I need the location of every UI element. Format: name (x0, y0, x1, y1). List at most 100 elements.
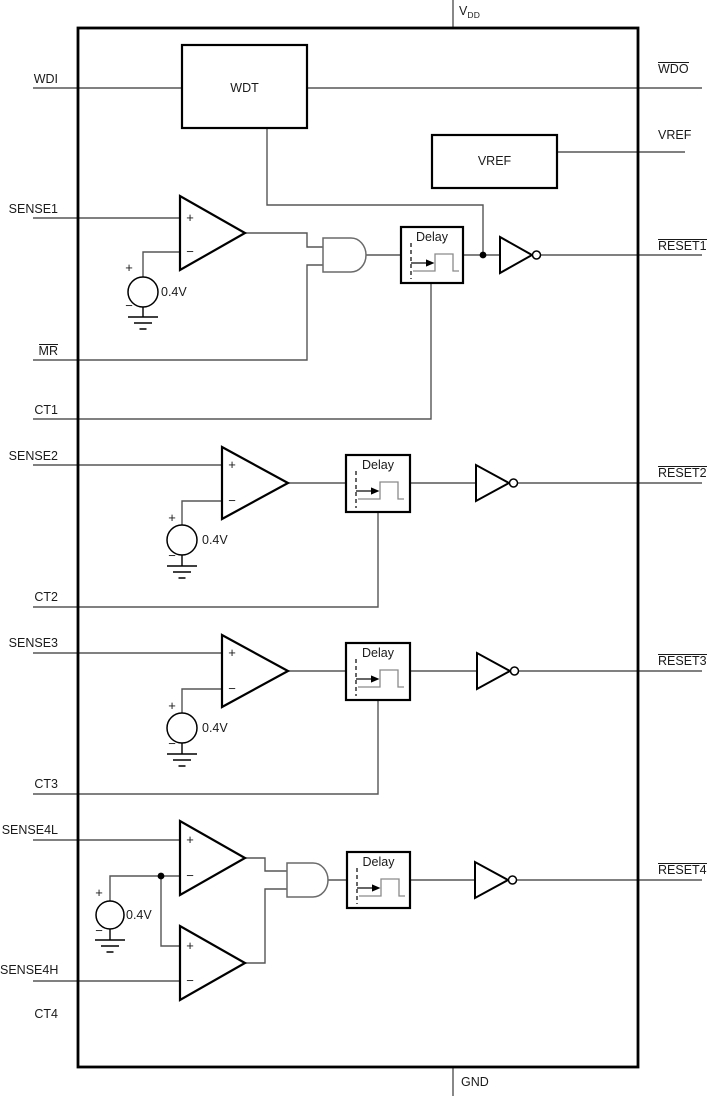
wire-comp4a-out (245, 857, 287, 872)
vref-block (430, 133, 559, 190)
inverter-3 (476, 651, 513, 691)
delay-4-pulse (359, 878, 405, 897)
vsource-4-minus-sign: − (95, 923, 103, 938)
ground-4 (95, 929, 125, 953)
delay-4-arrowhead (372, 884, 381, 892)
delay-icon-2 (355, 471, 404, 508)
inverter-1-bubble (531, 250, 542, 260)
comp1-plus-sign: + (186, 210, 194, 225)
wire-source4-branch (160, 876, 180, 947)
pin-label-sense2: SENSE2 (8, 449, 58, 463)
inverter-4-bubble (507, 875, 518, 885)
comp4a-minus-sign: − (186, 868, 194, 883)
vsource-3-minus-sign: − (168, 736, 176, 751)
wire-ct3 (33, 700, 379, 795)
wire-mr (33, 264, 323, 361)
comparator-4-high (178, 924, 248, 1002)
vsource-3-plus-sign: + (168, 698, 176, 713)
vsource-4-value: 0.4V (126, 908, 152, 922)
vsource-2-value: 0.4V (202, 533, 228, 547)
pin-label-sense1: SENSE1 (8, 202, 58, 216)
inverter-1 (499, 235, 535, 275)
inverter-2-bubble (508, 478, 519, 488)
wire-comp4b-out (245, 888, 287, 964)
comp1-minus-sign: − (186, 244, 194, 259)
vref-block-label: VREF (477, 154, 512, 168)
comparator-1 (178, 194, 248, 272)
vsource-1-plus-sign: + (125, 260, 133, 275)
delay-3-label: Delay (362, 646, 394, 660)
source-layer (95, 276, 198, 953)
pin-label-reset4: RESET4 (658, 863, 707, 877)
wire-layer (33, 0, 702, 1096)
pin-label-wdo: WDO (658, 62, 689, 76)
delay-block-2 (344, 453, 412, 514)
inverter-2 (475, 463, 512, 503)
ground-2 (167, 555, 197, 579)
wire-ct2 (33, 512, 379, 608)
and-gate-1 (322, 237, 367, 273)
delay-icon-3 (355, 659, 404, 696)
delay-1-label: Delay (416, 230, 448, 244)
inverter-4 (474, 860, 511, 900)
junction-dot-reset1 (479, 251, 487, 259)
wire-comp1-ref (142, 251, 180, 277)
inverter-3-bubble (509, 666, 520, 676)
delay-2-pulse (358, 481, 404, 500)
pin-label-sense4l: SENSE4L (1, 823, 58, 837)
delay-icon-4 (356, 868, 405, 904)
pin-label-reset3: RESET3 (658, 654, 707, 668)
and-gate-layer (286, 237, 367, 898)
wdt-block-label: WDT (230, 81, 259, 95)
vsource-2-plus-sign: + (168, 510, 176, 525)
wire-comp3-ref (181, 688, 222, 713)
comparator-2 (220, 445, 291, 521)
vsource-2-minus-sign: − (168, 548, 176, 563)
wire-source4-top (109, 875, 180, 901)
delay-1-pulse (413, 253, 459, 272)
comparator-3 (220, 633, 291, 709)
vsource-3-value: 0.4V (202, 721, 228, 735)
pin-label-vref: VREF (658, 128, 692, 142)
pin-label-vdd: VDD (459, 4, 481, 20)
vsource-4-plus-sign: + (95, 885, 103, 900)
wire-ct1 (33, 283, 432, 420)
pin-label-ct1: CT1 (34, 403, 58, 417)
outline-layer (76, 26, 640, 1069)
comp4b-plus-sign: + (186, 938, 194, 953)
vdd-subscript: DD (467, 10, 481, 20)
delay-icon-layer (355, 243, 459, 904)
wire-comp1-out (245, 232, 323, 248)
pin-label-sense3: SENSE3 (8, 636, 58, 650)
comparator-4-low (178, 819, 248, 897)
delay-4-label: Delay (362, 855, 395, 869)
pin-label-ct4: CT4 (34, 1007, 58, 1021)
pin-label-ct2: CT2 (34, 590, 58, 604)
pin-label-gnd: GND (461, 1075, 489, 1089)
comp4a-plus-sign: + (186, 832, 194, 847)
pin-label-wdi: WDI (33, 72, 58, 86)
comp3-minus-sign: − (228, 681, 236, 696)
wire-wdt-drop (266, 128, 484, 253)
pin-label-ct3: CT3 (34, 777, 58, 791)
comp2-plus-sign: + (228, 457, 236, 472)
delay-3-arrowhead (371, 675, 380, 683)
pin-label-reset1: RESET1 (658, 239, 707, 253)
ic-boundary (76, 26, 640, 1069)
and-gate-4 (286, 862, 329, 898)
vsource-1-minus-sign: − (125, 298, 133, 313)
delay-2-label: Delay (362, 458, 394, 472)
wire-comp2-ref (181, 500, 222, 525)
vsource-1-value: 0.4V (161, 285, 187, 299)
comp3-plus-sign: + (228, 645, 236, 660)
wdt-block (180, 43, 309, 130)
comp4b-minus-sign: − (186, 973, 194, 988)
comp2-minus-sign: − (228, 493, 236, 508)
delay-3-pulse (358, 669, 404, 688)
delay-icon-1 (410, 243, 459, 279)
pin-label-sense4h: SENSE4H (0, 963, 59, 977)
ground-1 (128, 307, 158, 330)
junction-layer (157, 251, 487, 880)
